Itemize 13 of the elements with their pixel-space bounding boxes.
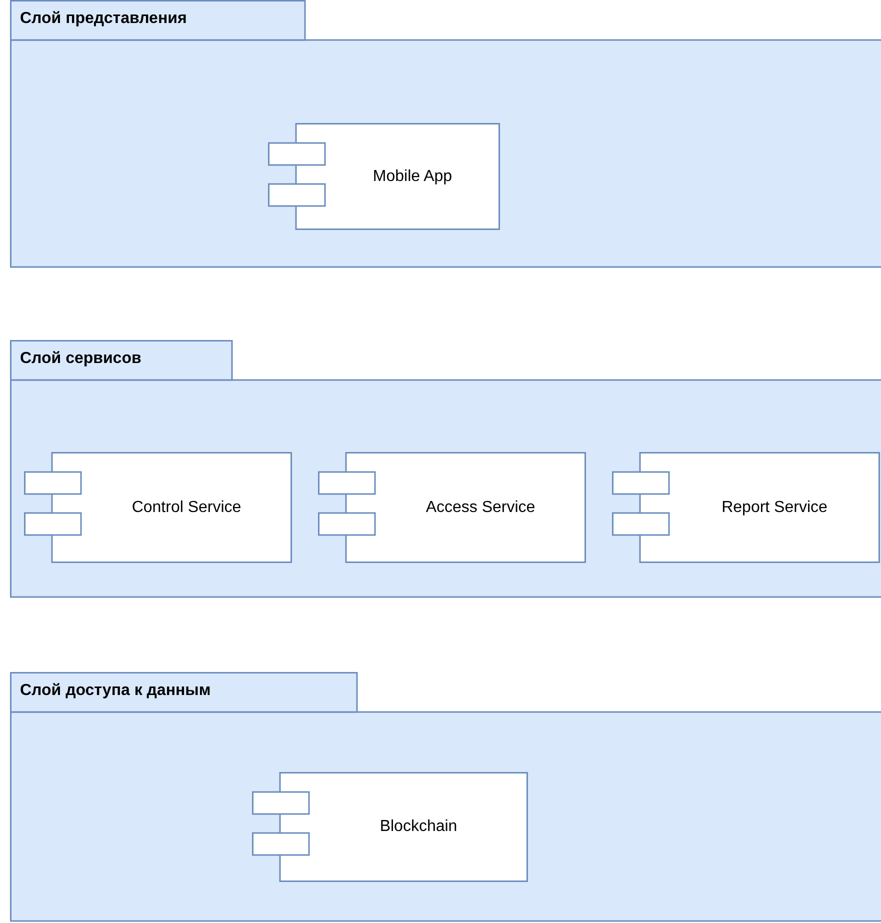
component-label: Access Service	[426, 498, 536, 516]
package-title: Слой представления	[20, 10, 187, 28]
component-box	[612, 452, 880, 563]
component-box	[318, 452, 586, 563]
component-box	[252, 772, 528, 882]
component-label: Blockchain	[380, 818, 458, 836]
package-title: Слой доступа к данным	[20, 682, 211, 700]
package-title: Слой сервисов	[20, 350, 142, 368]
component-label: Control Service	[132, 498, 242, 516]
component-box	[268, 123, 500, 230]
component-label: Mobile App	[372, 168, 452, 186]
component-box	[24, 452, 292, 563]
component-label: Report Service	[722, 498, 828, 516]
